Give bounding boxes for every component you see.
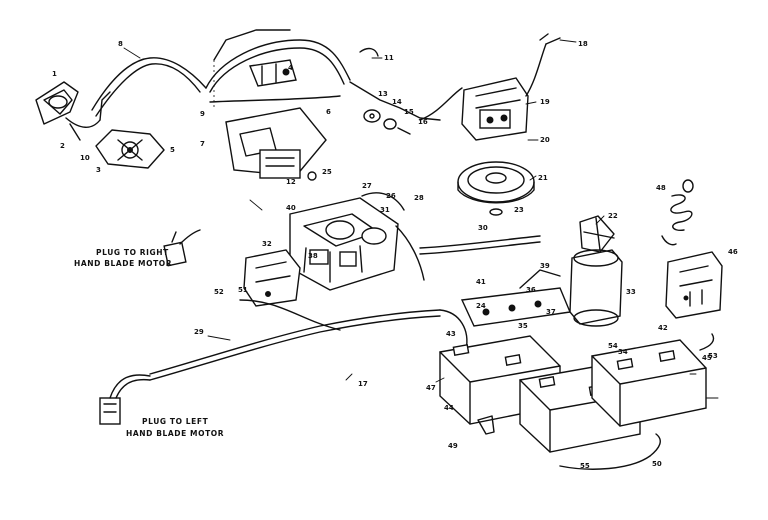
callout-7: 7: [200, 140, 205, 148]
caption-left-line1: PLUG TO LEFT: [142, 417, 209, 426]
voltage-regulator: [665, 251, 723, 319]
callout-30: 30: [478, 224, 488, 232]
caption-right-line2: HAND BLADE MOTOR: [74, 259, 172, 268]
callout-49: 49: [448, 442, 458, 450]
callout-16: 16: [418, 118, 428, 126]
callout-labels: 1 2 3 4 5 6 7 8 9 10 11 12 13 14 15 16 1…: [52, 40, 738, 470]
callout-9: 9: [200, 110, 205, 118]
key-switch: [461, 33, 561, 141]
callout-3: 3: [96, 166, 101, 174]
callout-37: 37: [546, 308, 556, 316]
callout-46: 46: [728, 248, 738, 256]
callout-36: 36: [526, 286, 536, 294]
control-module: [289, 192, 425, 291]
callout-5: 5: [170, 146, 175, 154]
battery-3: [591, 339, 707, 427]
caption-left-line2: HAND BLADE MOTOR: [126, 429, 224, 438]
callout-54: 54: [608, 342, 618, 350]
switch-panel: [225, 107, 327, 181]
callout-34: 34: [618, 348, 628, 356]
left-blade-plug: [99, 374, 151, 425]
light-housing-plate: [95, 129, 165, 169]
callout-39: 39: [540, 262, 550, 270]
callout-47: 47: [426, 384, 436, 392]
callout-10: 10: [80, 154, 90, 162]
callout-6: 6: [326, 108, 331, 116]
right-blade-plug: [163, 229, 201, 267]
callout-44: 44: [444, 404, 454, 412]
callout-22: 22: [608, 212, 618, 220]
leader-lines: [123, 39, 719, 399]
callout-1: 1: [52, 70, 57, 78]
callout-40: 40: [286, 204, 296, 212]
starter-motor: [569, 215, 623, 327]
callout-4: 4: [288, 64, 293, 72]
callout-27: 27: [362, 182, 372, 190]
terminal-strip: [460, 269, 571, 327]
callout-45: 45: [702, 354, 712, 362]
callout-53: 53: [708, 352, 718, 360]
callout-50: 50: [652, 460, 662, 468]
callout-35: 35: [518, 322, 528, 330]
small-connectors: [359, 47, 411, 135]
callout-24: 24: [476, 302, 486, 310]
callout-17: 17: [358, 380, 368, 388]
callout-14: 14: [392, 98, 402, 106]
callout-38: 38: [308, 252, 318, 260]
callout-12: 12: [286, 178, 296, 186]
relay-block: [243, 249, 301, 307]
callout-11: 11: [384, 54, 394, 62]
callout-21: 21: [538, 174, 548, 182]
callout-8: 8: [118, 40, 123, 48]
callout-33: 33: [626, 288, 636, 296]
callout-13: 13: [378, 90, 388, 98]
callout-48: 48: [656, 184, 666, 192]
callout-28: 28: [414, 194, 424, 202]
callout-52: 52: [214, 288, 224, 296]
callout-26: 26: [386, 192, 396, 200]
callout-43: 43: [446, 330, 456, 338]
callout-15: 15: [404, 108, 414, 116]
solenoid-bracket: [249, 59, 297, 87]
callout-55: 55: [580, 462, 590, 470]
callout-19: 19: [540, 98, 550, 106]
callout-51: 51: [238, 286, 248, 294]
callout-2: 2: [60, 142, 65, 150]
callout-18: 18: [578, 40, 588, 48]
callout-20: 20: [540, 136, 550, 144]
callout-29: 29: [194, 328, 204, 336]
callout-32: 32: [262, 240, 272, 248]
headlight-assembly: [35, 57, 207, 141]
callout-42: 42: [658, 324, 668, 332]
upper-harness-wires: [205, 29, 463, 121]
callout-25: 25: [322, 168, 332, 176]
callout-41: 41: [476, 278, 486, 286]
caption-right-line1: PLUG TO RIGHT: [96, 248, 169, 257]
drive-pulley: [457, 161, 535, 216]
callout-23: 23: [514, 206, 524, 214]
callout-31: 31: [380, 206, 390, 214]
coil-spring: [661, 179, 694, 246]
battery-cables: [477, 333, 715, 470]
